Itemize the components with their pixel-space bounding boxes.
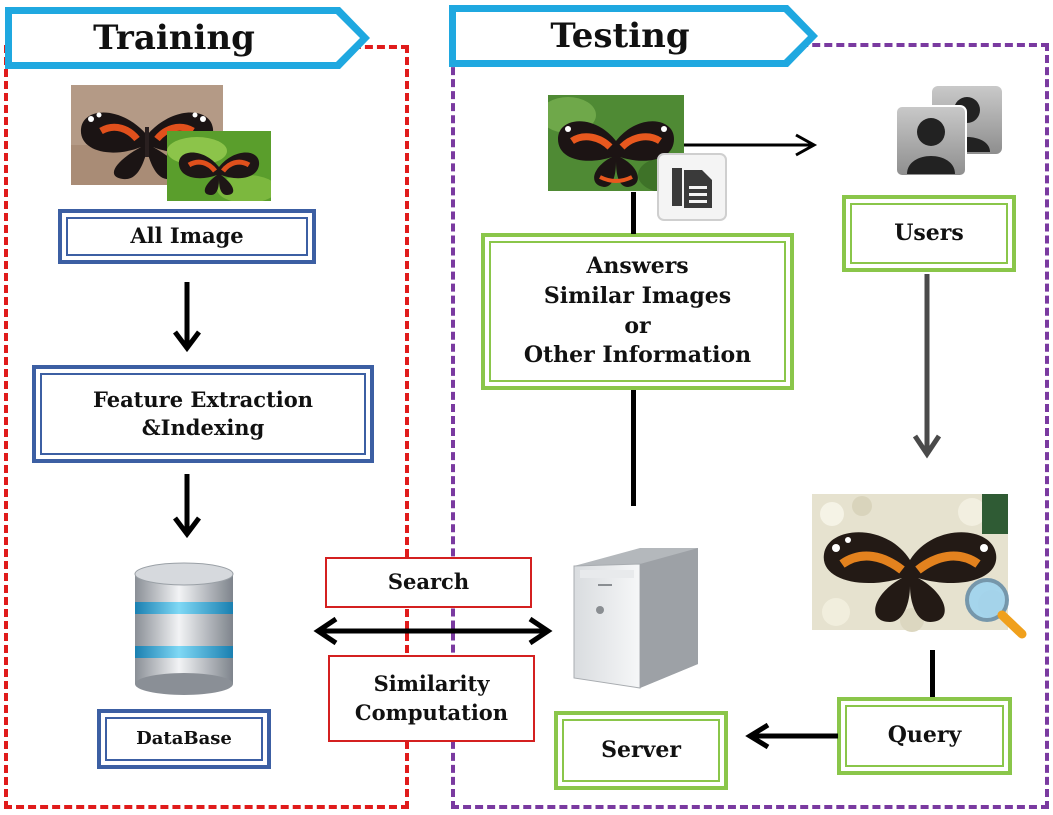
similarity-box: Similarity Computation: [328, 655, 535, 742]
connector-query-image: [930, 650, 935, 698]
server-box: Server: [554, 711, 728, 790]
connector-answers-server: [631, 390, 636, 506]
similarity-label: Similarity Computation: [354, 671, 509, 725]
database-icon: [134, 562, 234, 695]
feature-extraction-box: Feature Extraction &Indexing: [32, 365, 374, 463]
arrow-down-to-query: [912, 274, 942, 459]
query-box: Query: [837, 697, 1012, 775]
search-label: Search: [387, 569, 470, 595]
query-butterfly-image: [812, 494, 1028, 642]
arrow-right-to-users: [684, 133, 818, 157]
training-title: Training: [93, 18, 255, 58]
arrow-left-to-server: [745, 722, 838, 750]
feature-extraction-label: Feature Extraction &Indexing: [92, 386, 314, 440]
butterfly-image-1: [71, 85, 223, 185]
arrow-down-1: [173, 282, 201, 353]
all-image-box: All Image: [58, 209, 316, 264]
search-box: Search: [325, 557, 532, 608]
users-label: Users: [894, 219, 964, 246]
users-icon: [894, 84, 1004, 178]
answers-box: Answers Similar Images or Other Informat…: [481, 233, 794, 390]
bidirectional-arrow: [313, 616, 553, 646]
butterfly-image-2: [167, 131, 277, 203]
answers-label: Answers Similar Images or Other Informat…: [523, 253, 752, 369]
server-icon: [570, 538, 700, 692]
arrow-down-2: [173, 474, 201, 539]
testing-title: Testing: [550, 16, 690, 56]
users-box: Users: [842, 195, 1016, 272]
database-label: DataBase: [136, 727, 232, 749]
training-banner: Training: [2, 4, 374, 72]
connector-image-answers: [631, 192, 636, 234]
query-label: Query: [887, 722, 962, 749]
testing-banner: Testing: [446, 2, 822, 70]
database-box: DataBase: [97, 709, 271, 769]
server-label: Server: [601, 736, 681, 763]
document-icon: [656, 152, 728, 222]
all-image-label: All Image: [130, 223, 244, 249]
